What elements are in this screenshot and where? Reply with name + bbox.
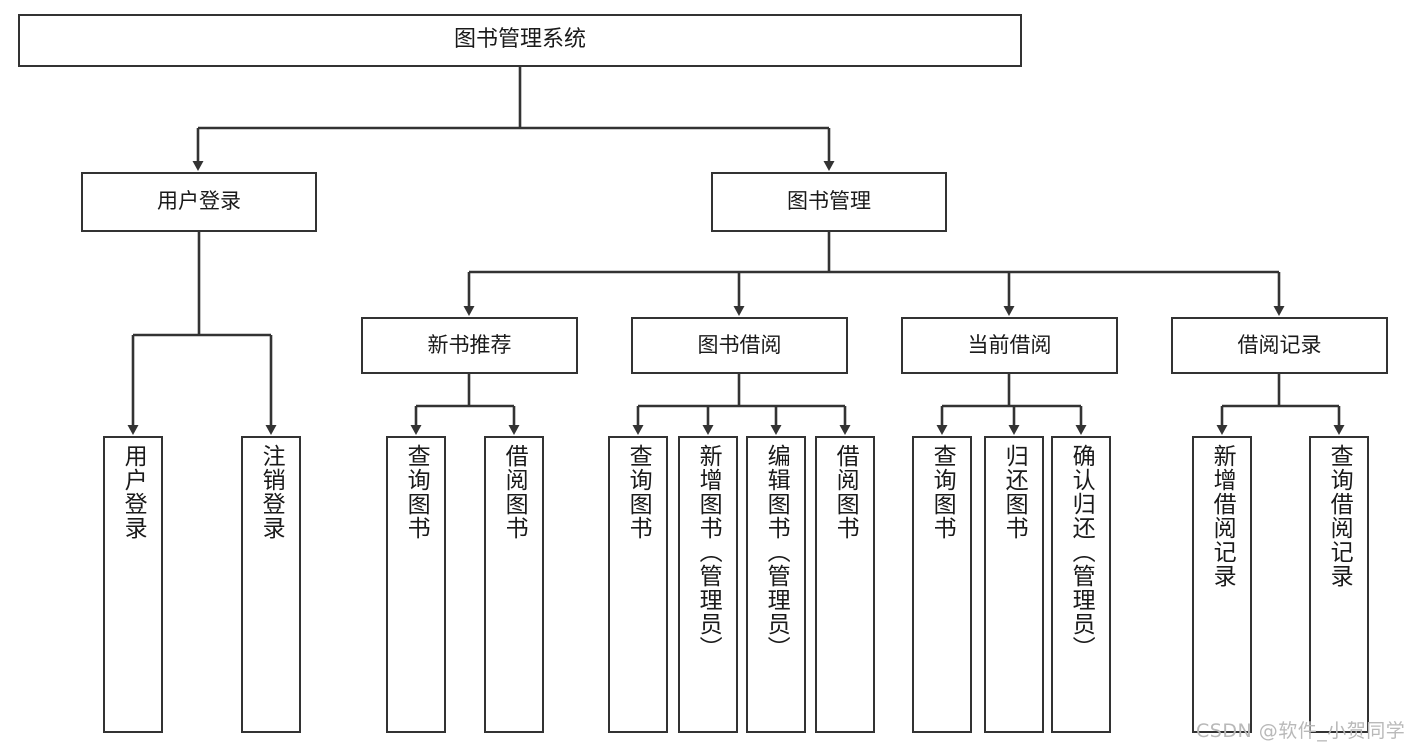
leaf-borrow-book-1[interactable]: 借阅图书 (484, 436, 544, 733)
leaf-add-book-label: 新增图书（管理员） (695, 444, 722, 660)
node-new-book-rec[interactable]: 新书推荐 (361, 317, 578, 374)
leaf-confirm-return[interactable]: 确认归还（管理员） (1051, 436, 1111, 733)
node-user-login-label: 用户登录 (157, 189, 241, 214)
leaf-return-book[interactable]: 归还图书 (984, 436, 1044, 733)
leaf-query-book-2[interactable]: 查询图书 (608, 436, 668, 733)
node-new-book-rec-label: 新书推荐 (427, 332, 512, 357)
node-book-manage-label: 图书管理 (787, 189, 871, 214)
leaf-query-book-2-label: 查询图书 (625, 444, 652, 540)
csdn-watermark: CSDN @软件_小贺同学 (1196, 720, 1405, 742)
leaf-user-login-label: 用户登录 (120, 444, 147, 540)
leaf-query-book-3[interactable]: 查询图书 (912, 436, 972, 733)
leaf-add-book[interactable]: 新增图书（管理员） (678, 436, 738, 733)
node-book-borrow[interactable]: 图书借阅 (631, 317, 848, 374)
leaf-confirm-return-label: 确认归还（管理员） (1068, 444, 1095, 660)
leaf-add-record-label: 新增借阅记录 (1209, 444, 1236, 588)
node-root[interactable]: 图书管理系统 (18, 14, 1022, 67)
node-book-manage[interactable]: 图书管理 (711, 172, 947, 232)
leaf-add-record[interactable]: 新增借阅记录 (1192, 436, 1252, 733)
leaf-query-book-1-label: 查询图书 (403, 444, 430, 540)
node-current-borrow[interactable]: 当前借阅 (901, 317, 1118, 374)
leaf-query-book-3-label: 查询图书 (929, 444, 956, 540)
node-root-label: 图书管理系统 (453, 27, 586, 53)
leaf-borrow-book-1-label: 借阅图书 (501, 444, 528, 540)
leaf-edit-book-label: 编辑图书（管理员） (763, 444, 790, 660)
leaf-user-login[interactable]: 用户登录 (103, 436, 163, 733)
node-book-borrow-label: 图书借阅 (697, 332, 782, 357)
node-user-login[interactable]: 用户登录 (81, 172, 317, 232)
leaf-return-book-label: 归还图书 (1001, 444, 1028, 540)
leaf-edit-book[interactable]: 编辑图书（管理员） (746, 436, 806, 733)
leaf-borrow-book-2-label: 借阅图书 (832, 444, 859, 540)
leaf-logout[interactable]: 注销登录 (241, 436, 301, 733)
leaf-query-record-label: 查询借阅记录 (1326, 444, 1353, 588)
node-current-borrow-label: 当前借阅 (967, 332, 1052, 357)
node-borrow-record[interactable]: 借阅记录 (1171, 317, 1388, 374)
leaf-query-record[interactable]: 查询借阅记录 (1309, 436, 1369, 733)
leaf-logout-label: 注销登录 (258, 444, 285, 540)
leaf-query-book-1[interactable]: 查询图书 (386, 436, 446, 733)
leaf-borrow-book-2[interactable]: 借阅图书 (815, 436, 875, 733)
node-borrow-record-label: 借阅记录 (1237, 332, 1322, 357)
